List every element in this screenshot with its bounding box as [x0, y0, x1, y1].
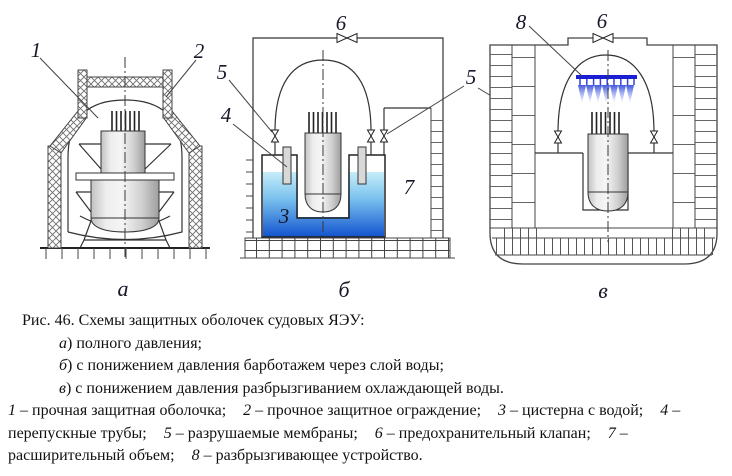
- section-label-b: б: [338, 277, 350, 302]
- legend-number: 2: [243, 402, 252, 419]
- reactor-vessel-upper: [100, 130, 146, 174]
- legend-item: 4– перепускные трубы;: [8, 402, 680, 442]
- callout-4: 4: [221, 103, 232, 127]
- variant-text: ) с понижением давления барботажем через…: [67, 357, 444, 374]
- wall-ladder-right-b: [431, 112, 443, 238]
- legend-text: – прочное защитное ограждение;: [255, 402, 482, 419]
- vessel-supports-upper: [78, 143, 172, 170]
- hull-bottom-ribs: [492, 238, 715, 255]
- vessel-supports-lower: [75, 191, 175, 213]
- callout-7: 7: [404, 175, 416, 199]
- diagram-b: 6 5 4 3 7 5 б: [217, 11, 557, 302]
- hull-corner-ribs-right: [670, 228, 707, 238]
- legend-item: 1– прочная защитная оболочка;: [8, 402, 226, 419]
- legend-number: 3: [498, 402, 507, 419]
- control-rods-v: [591, 112, 620, 134]
- variant-letter: а: [59, 334, 67, 352]
- shield-neck-left: [77, 69, 88, 119]
- legend-item: 8– разбрызгивающее устройство.: [192, 447, 423, 464]
- variant-text: ) с понижением давления разбрызгиванием …: [65, 379, 504, 397]
- callout-6v: 6: [597, 9, 608, 33]
- legend-item: 5– разрушаемые мембраны;: [164, 425, 358, 442]
- legend-text: – расширительный объем;: [8, 424, 628, 465]
- section-label-v: в: [598, 278, 608, 303]
- callout-2: 2: [194, 39, 205, 63]
- figure-caption: Рис. 46. Схемы защитных оболочек судовых…: [0, 310, 732, 468]
- caption-variant: б) с понижением давления барботажем чере…: [59, 355, 732, 378]
- caption-title: Рис. 46. Схемы защитных оболочек судовых…: [22, 312, 365, 329]
- dome-pipe-arch-v: [557, 54, 655, 133]
- water-tank: [261, 154, 386, 238]
- leader-lines-b: [228, 79, 557, 168]
- caption-variant: а) полного давления;: [59, 333, 732, 356]
- diagram-v: 8 6 в: [489, 9, 718, 303]
- membrane-pipes-v: [557, 142, 655, 153]
- membrane-valve-icon: [367, 129, 375, 143]
- caption-variant: в) с понижением давления разбрызгиванием…: [59, 378, 732, 401]
- hull-ladder-right: [695, 45, 717, 228]
- figure-legend: 1– прочная защитная оболочка; 2– прочное…: [8, 400, 726, 468]
- reactor-vessel-v: [587, 133, 629, 193]
- hull-panels-left: [512, 45, 535, 228]
- legend-number: 8: [191, 447, 200, 464]
- legend-number: 6: [374, 424, 383, 442]
- figure-area: 1 2 а: [31, 9, 718, 303]
- section-label-a: а: [118, 276, 129, 301]
- legend-text: – цистерна с водой;: [510, 402, 644, 419]
- legend-text: – разбрызгивающее устройство.: [203, 447, 423, 464]
- wall-hatch-left-b: [246, 159, 253, 233]
- legend-text: – предохранительный клапан;: [386, 424, 591, 442]
- hull-ladder-left: [490, 45, 512, 228]
- callout-8: 8: [516, 10, 527, 34]
- membrane-valve-icon: [380, 129, 388, 143]
- legend-item: 2– прочное защитное ограждение;: [243, 402, 481, 419]
- membrane-pipes-b: [274, 141, 372, 155]
- membrane-valve-icon: [271, 129, 279, 143]
- shield-wall-left: [47, 145, 62, 249]
- leader-line-8: [528, 25, 583, 77]
- legend-text: – перепускные трубы;: [8, 402, 681, 442]
- shield-neck-right: [162, 69, 173, 119]
- legend-item: 3– цистерна с водой;: [498, 402, 643, 419]
- callout-3: 3: [278, 204, 290, 228]
- legend-number: 5: [163, 424, 172, 442]
- legend-text: – разрушаемые мембраны;: [175, 424, 358, 442]
- hull-corner-ribs-left: [500, 228, 537, 238]
- expansion-volume-wall: [383, 107, 431, 155]
- legend-number: 7: [607, 424, 616, 442]
- legend-item: 6– предохранительный клапан;: [375, 425, 591, 442]
- figure-svg: 1 2 а: [31, 9, 718, 303]
- variant-text: ) полного давления;: [67, 334, 202, 352]
- foundation-grid: [244, 237, 451, 259]
- variant-letter: в: [59, 379, 66, 397]
- callout-5-left: 5: [217, 60, 228, 84]
- legend-text: – прочная защитная оболочка;: [20, 402, 227, 419]
- callout-6b: 6: [336, 11, 347, 35]
- hull-panels-right: [673, 45, 695, 228]
- legend-number: 4: [660, 402, 669, 419]
- legend-item: 7– расширительный объем;: [8, 425, 628, 465]
- callout-5-mid: 5: [466, 65, 477, 89]
- shield-wall-right: [188, 145, 203, 249]
- leader-lines-a: [39, 57, 197, 119]
- variant-letter: б: [59, 357, 68, 374]
- diagram-a: 1 2 а: [31, 38, 210, 301]
- callout-1: 1: [31, 38, 42, 62]
- hull-wall-lines: [511, 45, 696, 228]
- caption-variants: а) полного давления; б) с понижением дав…: [0, 333, 732, 401]
- bypass-tube-right: [357, 146, 367, 185]
- legend-number: 1: [8, 402, 16, 419]
- spray-device: [576, 75, 637, 104]
- ground-hatch: [45, 248, 207, 259]
- bypass-tube-left: [282, 146, 292, 185]
